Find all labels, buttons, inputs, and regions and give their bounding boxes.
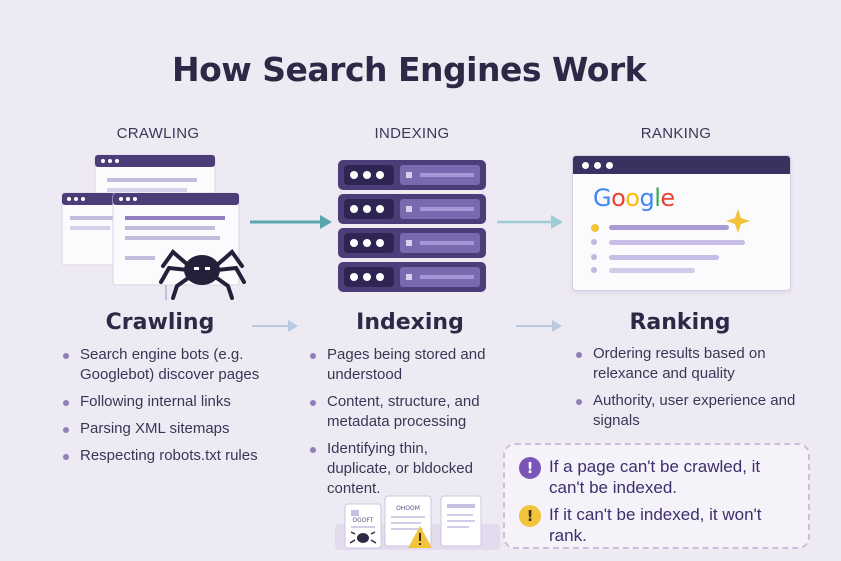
list-item: Pages being stored and understood	[307, 345, 512, 385]
window-titlebar	[573, 156, 790, 174]
callout-text-1: If a page can't be crawled, it can't be …	[549, 457, 761, 497]
mini-doc-3	[440, 495, 482, 547]
result-dot-highlight	[591, 224, 599, 232]
browser-window-front	[112, 192, 240, 286]
documents-illustration: OGOFT OHOOM	[335, 495, 500, 550]
result-line	[609, 255, 719, 260]
ranking-bullets: Ordering results based on relexance and …	[573, 344, 803, 438]
callout-row-1: ! If a page can't be crawled, it can't b…	[519, 456, 799, 498]
result-dot	[591, 267, 597, 273]
result-line	[609, 240, 745, 245]
ranking-label: RANKING	[640, 125, 712, 142]
mini-doc-2: OHOOM	[384, 495, 432, 548]
search-results-window: Google	[572, 155, 791, 291]
crawling-bullets: Search engine bots (e.g. Googlebot) disc…	[60, 345, 280, 473]
ranking-heading: Ranking	[629, 310, 731, 335]
arrow-small-2	[516, 320, 562, 332]
result-dot	[591, 239, 597, 245]
indexing-bullets: Pages being stored and understood Conten…	[307, 345, 512, 506]
sparkle-icon	[726, 209, 750, 233]
mini-doc-1-label: OGOFT	[352, 517, 373, 524]
page-title: How Search Engines Work	[172, 50, 647, 89]
arrow-crawl-to-index	[250, 215, 332, 229]
list-item: Ordering results based on relexance and …	[573, 344, 778, 384]
crawling-heading: Crawling	[105, 310, 215, 335]
arrow-small-1	[252, 320, 298, 332]
list-item: Respecting robots.txt rules	[60, 446, 280, 466]
indexing-heading: Indexing	[356, 310, 464, 335]
result-line	[609, 225, 729, 230]
google-logo: Google	[593, 184, 675, 212]
indexing-label: INDEXING	[374, 125, 450, 142]
list-item: Identifying thin, duplicate, or bldocked…	[307, 439, 487, 499]
list-item: Search engine bots (e.g. Googlebot) disc…	[60, 345, 280, 385]
list-item: Authority, user experience and signals	[573, 391, 803, 431]
callout-box: ! If a page can't be crawled, it can't b…	[503, 443, 810, 549]
exclamation-icon: !	[519, 457, 541, 479]
result-dot	[591, 254, 597, 260]
server-stack-icon	[338, 160, 486, 292]
callout-row-2: ! If it can't be indexed, it won't rank.	[519, 504, 799, 546]
list-item: Parsing XML sitemaps	[60, 419, 280, 439]
crawling-illustration	[61, 154, 246, 300]
mini-doc-2-label: OHOOM	[396, 505, 420, 512]
result-line	[609, 268, 695, 273]
arrow-index-to-rank	[497, 215, 563, 229]
callout-text-2: If it can't be indexed, it won't rank.	[549, 505, 762, 545]
spider-icon	[159, 249, 246, 300]
mini-doc-1: OGOFT	[344, 503, 382, 549]
list-item: Content, structure, and metadata process…	[307, 392, 512, 432]
exclamation-icon: !	[519, 505, 541, 527]
crawling-label: CRAWLING	[116, 125, 200, 142]
list-item: Following internal links	[60, 392, 280, 412]
